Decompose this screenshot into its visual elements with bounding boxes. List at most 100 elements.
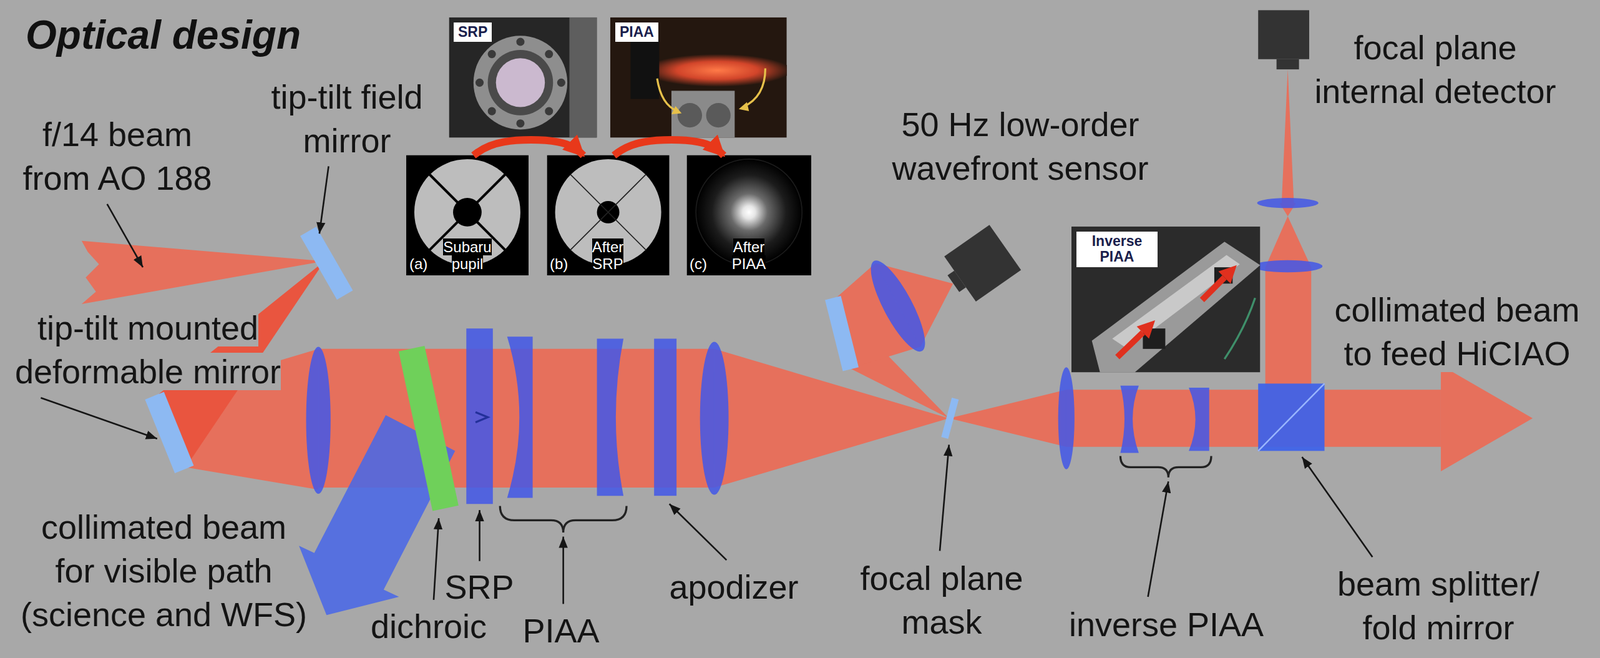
lens <box>1253 260 1323 273</box>
part-label: focal plane mask <box>859 559 1023 641</box>
photo-mount <box>569 17 597 138</box>
diverging-beam <box>949 389 1067 447</box>
photo-ground <box>448 17 597 138</box>
photo-optic <box>496 58 545 107</box>
wfs-camera <box>944 224 1021 302</box>
detector-camera <box>1258 9 1310 59</box>
part-label: collimated beam to feed HiCIAO <box>1334 290 1580 372</box>
piaa-lens <box>597 338 625 497</box>
fold-beam <box>1265 215 1312 268</box>
part-label: SRP <box>444 567 514 606</box>
leader-line <box>478 509 481 561</box>
label-holder: inverse PIAA <box>1053 602 1279 646</box>
photo-rail <box>1112 255 1240 349</box>
panel-letter: (c) <box>689 255 708 273</box>
photo-mount <box>630 39 660 100</box>
wfs-camera-stem <box>947 270 966 293</box>
photo-tag: SRP <box>453 22 492 42</box>
text-holder: (b) <box>549 255 568 273</box>
label-holder: focal plane internal detector <box>1304 25 1567 113</box>
photo-mount <box>671 90 735 138</box>
photo-arrow <box>657 78 678 112</box>
photo-arrow-head <box>671 106 682 115</box>
panel-letter: (a) <box>409 255 428 273</box>
pupil-image: (c) After PIAA <box>686 155 811 276</box>
title-holder: Optical design <box>25 11 301 60</box>
part-label: dichroic <box>370 607 487 645</box>
piaa-lens <box>507 336 533 498</box>
photo-ring <box>473 35 568 130</box>
text-holder: SRP <box>453 22 492 42</box>
part-label: tip-tilt field mirror <box>270 78 423 160</box>
panel-letter: (b) <box>549 255 568 273</box>
photo-ground <box>1071 226 1261 373</box>
panel-caption: After PIAA <box>731 238 767 273</box>
beam-group <box>81 69 1533 490</box>
photo-arrow <box>1201 277 1225 300</box>
text-holder: PIAA <box>615 22 659 42</box>
photo-bolt <box>487 107 497 116</box>
photo-tag: PIAA <box>615 22 659 42</box>
splitter-diagonal <box>1258 383 1325 451</box>
beam-arrow <box>1440 365 1533 472</box>
label-holder: 50 Hz low-order wavefront sensor <box>882 102 1158 190</box>
text-holder: After PIAA <box>720 238 778 273</box>
leader-line <box>1302 456 1373 557</box>
srp-plate <box>466 328 493 504</box>
lens <box>306 346 331 494</box>
part-label: collimated beam for visible path (scienc… <box>20 507 308 633</box>
dichroic-plate <box>398 345 459 512</box>
apodizer-plate <box>653 338 677 497</box>
photo-bolt <box>557 78 566 87</box>
photo-bolt <box>544 49 553 59</box>
photo-fiber <box>1224 297 1255 359</box>
collimated-beam <box>1066 389 1441 447</box>
part-label: focal plane internal detector <box>1314 28 1556 110</box>
focal-plane-mask <box>941 397 959 439</box>
pupil-image: (b) After SRP <box>546 155 669 276</box>
panel-caption: After SRP <box>592 238 625 273</box>
srp-spot <box>475 411 488 422</box>
part-label: apodizer <box>668 567 799 606</box>
image-ground <box>686 154 811 276</box>
fold-beam <box>1281 69 1295 203</box>
srp-photo <box>448 17 597 138</box>
panel-caption: Subaru pupil <box>443 238 492 273</box>
label-holder: tip-tilt field mirror <box>253 74 441 163</box>
lens <box>1257 197 1319 208</box>
transfer-arrow <box>614 139 724 156</box>
text-holder: Inverse PIAA <box>1076 231 1158 268</box>
part-label: beam splitter/ fold mirror <box>1337 564 1540 646</box>
photo-bolt <box>516 119 525 128</box>
photo-bolt <box>516 37 525 46</box>
part-label: f/14 beam from AO 188 <box>22 115 212 197</box>
label-holder: collimated beam to feed HiCIAO <box>1326 287 1589 376</box>
photo-bolt <box>487 49 497 59</box>
photo-bolt <box>475 78 484 87</box>
piaa-photo <box>610 17 791 138</box>
photo-optic <box>706 102 731 128</box>
photo-laser <box>643 54 791 87</box>
label-holder: focal plane mask <box>841 556 1042 644</box>
converging-beam <box>714 348 950 488</box>
text-holder: After SRP <box>579 238 637 273</box>
photo-ring <box>487 49 554 116</box>
pickoff-mirror <box>824 295 859 371</box>
text-holder: Subaru pupil <box>438 238 497 273</box>
deformable-mirror <box>144 391 194 474</box>
lens <box>1058 366 1075 469</box>
photo-panel: Inverse PIAA <box>1071 226 1261 373</box>
image-ground <box>406 154 529 276</box>
photo-arrow-head <box>1136 320 1156 339</box>
image-ground <box>546 154 669 276</box>
detector-stem <box>1276 59 1300 70</box>
photo-panel: PIAA <box>610 17 787 138</box>
field-mirror <box>300 226 353 300</box>
inverse-piaa-photo <box>1071 226 1261 373</box>
label-holder: tip-tilt mounted deformable mirror <box>8 305 288 394</box>
inverse-piaa-lens <box>1188 387 1210 451</box>
label-holder: f/14 beam from AO 188 <box>14 112 221 200</box>
text-holder: (a) <box>409 255 428 273</box>
lens <box>861 253 935 358</box>
